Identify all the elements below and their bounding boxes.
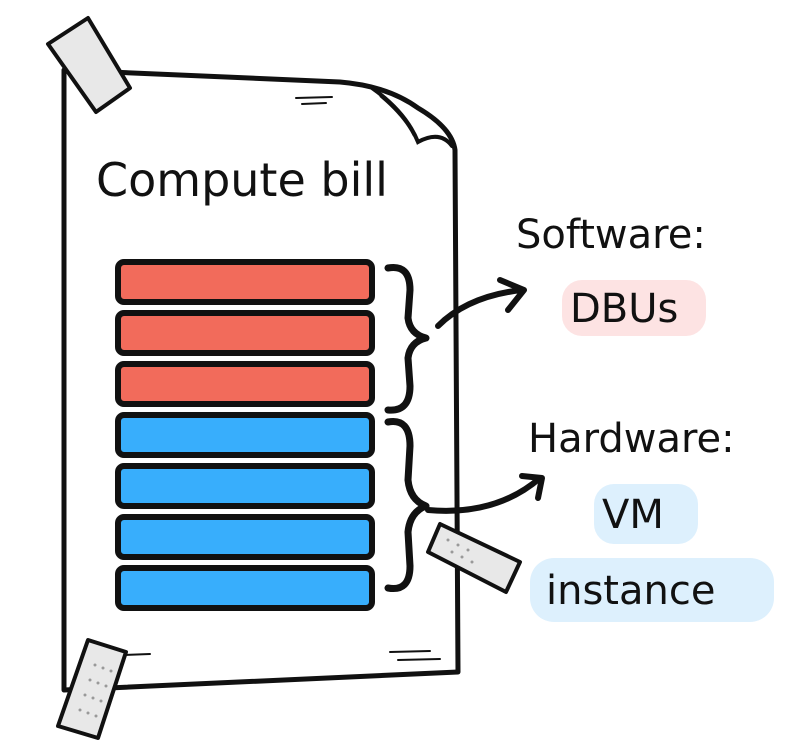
hardware-label-line2: instance bbox=[546, 568, 715, 614]
hardware-label-line1: VM bbox=[602, 492, 664, 538]
hardware-brace bbox=[384, 418, 430, 593]
hardware-highlight-vm bbox=[594, 484, 698, 544]
software-bar-1 bbox=[115, 259, 375, 305]
hardware-bar-4 bbox=[115, 412, 375, 458]
software-label: DBUs bbox=[570, 286, 678, 332]
tape-top-left bbox=[46, 16, 132, 114]
paper-curl-shadow bbox=[379, 95, 415, 137]
software-brace bbox=[384, 263, 430, 414]
hardware-bar-6 bbox=[115, 514, 375, 560]
software-bar-3 bbox=[115, 361, 375, 407]
cost-bars bbox=[115, 259, 375, 611]
paper-curl bbox=[370, 86, 454, 148]
software-bar-2 bbox=[115, 310, 375, 356]
tape-bottom-left bbox=[56, 638, 128, 740]
software-highlight bbox=[562, 280, 706, 336]
bill-title: Compute bill bbox=[96, 153, 388, 207]
hardware-highlight-instance bbox=[530, 558, 774, 622]
hardware-bar-5 bbox=[115, 463, 375, 509]
tape-right bbox=[426, 522, 522, 594]
hardware-arrow bbox=[425, 473, 545, 514]
software-arrow bbox=[435, 277, 527, 329]
software-heading: Software: bbox=[516, 212, 706, 258]
hardware-heading: Hardware: bbox=[528, 416, 735, 462]
hardware-bar-7 bbox=[115, 565, 375, 611]
